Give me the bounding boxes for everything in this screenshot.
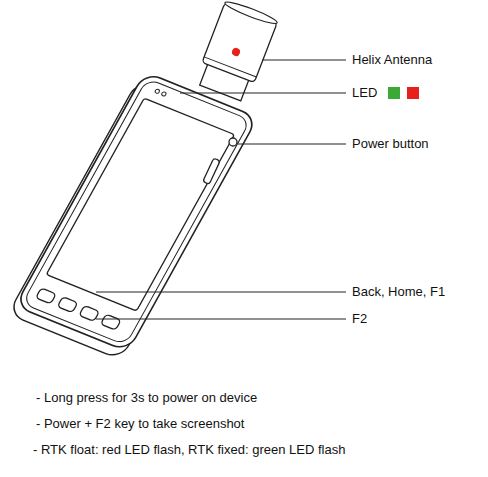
part-label: Back, Home, F1 <box>352 284 445 300</box>
led-red-square <box>407 87 419 99</box>
power-button <box>229 138 237 146</box>
led-green-square <box>388 87 400 99</box>
part-label: F2 <box>352 311 367 327</box>
helix-antenna <box>194 0 279 103</box>
part-label: Helix Antenna <box>352 52 432 68</box>
note-text: - Long press for 3s to power on device <box>36 390 257 406</box>
phone-front <box>15 72 258 352</box>
note-text: - Power + F2 key to take screenshot <box>36 416 244 432</box>
part-label: LED <box>352 85 377 101</box>
part-label: Power button <box>352 136 429 152</box>
note-text: - RTK float: red LED flash, RTK fixed: g… <box>33 442 345 458</box>
side-button <box>203 158 220 185</box>
leader-lines <box>96 60 346 319</box>
